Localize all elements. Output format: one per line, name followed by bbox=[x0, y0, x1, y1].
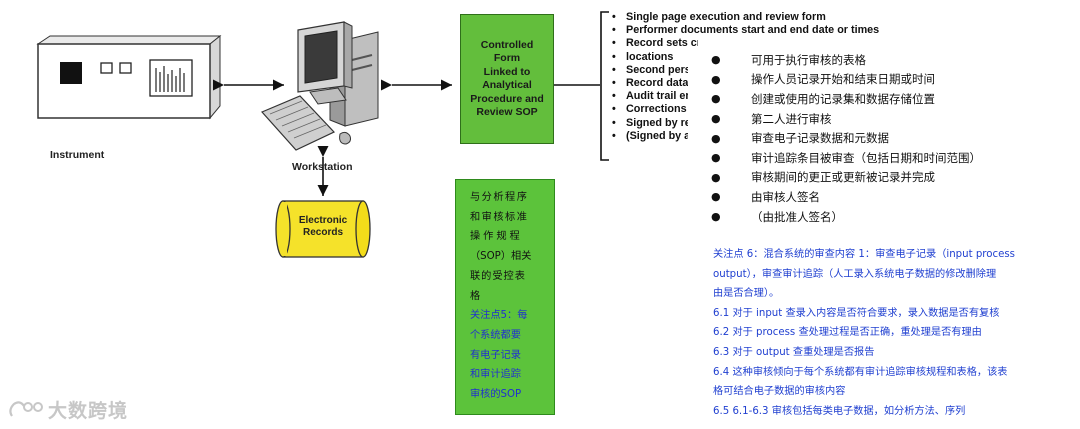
requirement-cn-4: ● 第二人进行审核 bbox=[708, 109, 1068, 129]
sop-box-line: 与分析程序 bbox=[470, 192, 529, 203]
requirement-cn-text: 操作人员记录开始和结束日期或时间 bbox=[751, 72, 935, 87]
focus6-line: 6.3 对于 output 查重处理是否报告 bbox=[713, 346, 875, 358]
focus6-line: 由是否合理）。 bbox=[713, 288, 780, 300]
requirement-cn-6: ● 审计追踪条目被审查（包括日期和时间范围） bbox=[708, 148, 1068, 168]
requirement-en-6: Audit trail entries reviewed bbox=[610, 90, 698, 103]
watermark: 大数跨境 bbox=[6, 396, 128, 423]
focus5-line: 审核的SOP bbox=[470, 389, 522, 401]
requirement-cn-8: ● 由审核人签名 bbox=[708, 187, 1068, 207]
controlled-form-line-3: Linked to bbox=[483, 65, 531, 78]
watermark-text: 大数跨境 bbox=[48, 400, 129, 422]
requirement-cn-text: 审查电子记录数据和元数据 bbox=[751, 131, 889, 146]
focus6-line: 6.4 这种审核倾向于每个系统都有审计追踪审核规程和表格，该表 bbox=[713, 366, 1008, 378]
requirement-en-8: Signed by reviewer bbox=[610, 117, 698, 130]
requirement-en-2: Performer documents start and end date o… bbox=[610, 24, 900, 37]
bullet-icon: ● bbox=[711, 131, 721, 145]
focus6-line: 关注点 6：混合系统的审查内容 1：审查电子记录（input process bbox=[713, 249, 1015, 260]
requirements-bracket bbox=[600, 11, 609, 161]
focus6-line: output），审查审计追踪（人工录入系统电子数据的修改删除理 bbox=[713, 268, 997, 280]
requirement-cn-2: ● 操作人员记录开始和结束日期或时间 bbox=[708, 70, 1068, 90]
requirement-en-1: Single page execution and review form bbox=[610, 11, 900, 24]
requirements-list-cn: ● 可用于执行审核的表格 ● 操作人员记录开始和结束日期或时间 ● 创建或使用的记录集… bbox=[688, 48, 1068, 230]
requirement-en-4: Second person review bbox=[610, 64, 698, 77]
requirement-en-9: (Signed by approver) bbox=[610, 130, 698, 143]
electronic-records-cylinder bbox=[275, 200, 371, 258]
bullet-icon: ● bbox=[711, 112, 721, 126]
sop-box-line: 操作规程 bbox=[470, 231, 523, 243]
controlled-form-line-5: Procedure and bbox=[470, 92, 544, 105]
requirements-list-en: Single page execution and review form Pe… bbox=[610, 11, 900, 143]
focus6-line: 6.5 6.1-6.3 审核包括每类电子数据，如分析方法、序列 bbox=[713, 405, 966, 417]
requirement-en-3-cont: locations bbox=[610, 51, 698, 64]
sop-box-line: 和审核标准 bbox=[470, 211, 529, 223]
requirement-cn-text: 可用于执行审核的表格 bbox=[751, 52, 866, 67]
workstation-label: Workstation bbox=[292, 161, 353, 173]
bullet-icon: ● bbox=[711, 170, 721, 184]
bullet-icon: ● bbox=[711, 151, 721, 165]
controlled-form-line-1: Controlled bbox=[480, 38, 534, 51]
focus6-line: 格可结合电子数据的审核内容 bbox=[713, 386, 846, 398]
requirement-cn-text: 由审核人签名 bbox=[751, 189, 820, 204]
instrument-label: Instrument bbox=[50, 149, 105, 161]
requirement-cn-text: 创建或使用的记录集和数据存储位置 bbox=[751, 91, 935, 106]
focus5-line: 个系统都要 bbox=[470, 329, 521, 341]
controlled-form-line-2: Form bbox=[493, 52, 521, 64]
bullet-icon: ● bbox=[711, 72, 721, 86]
requirement-en-7: Corrections or changes completed bbox=[610, 103, 698, 116]
requirement-cn-1: ● 可用于执行审核的表格 bbox=[708, 50, 1068, 70]
controlled-form-line-6: Review SOP bbox=[476, 106, 538, 118]
focus5-line: 和审计追踪 bbox=[470, 369, 521, 381]
bullet-icon: ● bbox=[711, 92, 721, 106]
focus5-line: 关注点5：每 bbox=[470, 310, 528, 322]
sop-focus-box: 与分析程序 和审核标准 操作规程 （SOP）相关 联的受控表 格 关注点5：每 … bbox=[455, 179, 555, 415]
requirement-cn-3: ● 创建或使用的记录集和数据存储位置 bbox=[708, 89, 1068, 109]
electronic-records-label: Electronic Records bbox=[287, 215, 359, 239]
requirement-en-5: Record data and metadata review bbox=[610, 77, 698, 90]
focus5-line: 有电子记录 bbox=[470, 349, 521, 361]
controlled-form-line-4: Analytical bbox=[482, 79, 532, 91]
electronic-records-line-1: Electronic bbox=[298, 215, 348, 226]
controlled-form-box: Controlled Form Linked to Analytical Pro… bbox=[460, 14, 554, 144]
requirement-cn-text: 第二人进行审核 bbox=[751, 111, 832, 126]
instrument-icon bbox=[36, 34, 222, 120]
bullet-icon: ● bbox=[711, 53, 721, 67]
requirement-cn-text: 审计追踪条目被审查（包括日期和时间范围） bbox=[751, 150, 981, 165]
watermark-logo-icon bbox=[9, 400, 43, 417]
requirement-en-3: Record sets created and data storage bbox=[610, 37, 698, 50]
electronic-records-line-2: Records bbox=[302, 227, 343, 238]
requirement-cn-7: ● 审核期间的更正或更新被记录并完成 bbox=[708, 168, 1068, 188]
sop-box-line: 格 bbox=[470, 290, 481, 302]
sop-box-line: 联的受控表 bbox=[470, 270, 526, 282]
sop-box-line: （SOP）相关 bbox=[470, 251, 532, 263]
bullet-icon: ● bbox=[711, 190, 721, 204]
requirement-cn-text: 审核期间的更正或更新被记录并完成 bbox=[751, 170, 935, 185]
requirement-cn-9: ● （由批准人签名） bbox=[708, 207, 1068, 227]
bullet-icon: ● bbox=[711, 210, 721, 224]
workstation-computer-icon bbox=[260, 21, 379, 151]
requirement-cn-text: （由批准人签名） bbox=[751, 209, 843, 224]
focus6-line: 6.1 对于 input 查录入内容是否符合要求，录入数据是否有复核 bbox=[713, 307, 1000, 319]
focus6-text: 关注点 6：混合系统的审查内容 1：审查电子记录（input process o… bbox=[713, 245, 1075, 421]
focus6-line: 6.2 对于 process 查处理过程是否正确，重处理是否有理由 bbox=[713, 327, 982, 339]
requirement-cn-5: ● 审查电子记录数据和元数据 bbox=[708, 128, 1068, 148]
